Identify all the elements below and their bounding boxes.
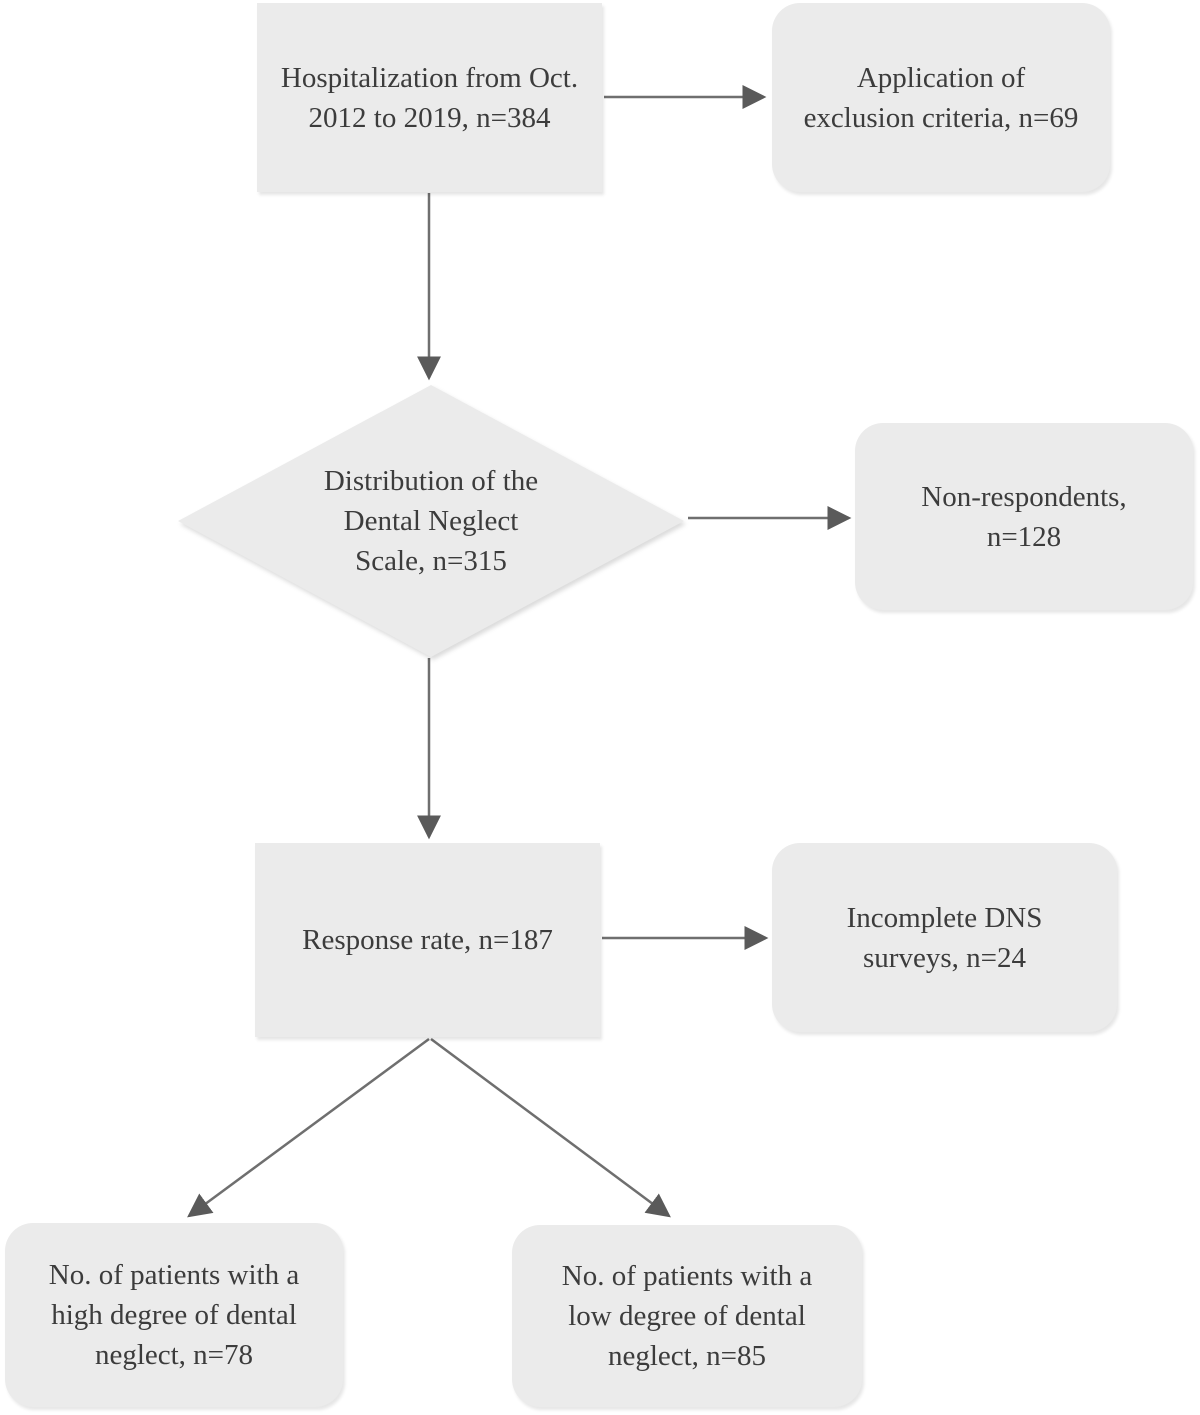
node-label: exclusion criteria, n=69: [803, 101, 1079, 134]
node-label: Non-respondents,: [921, 480, 1127, 513]
node-low-dental-neglect: No. of patients with a low degree of den…: [512, 1225, 862, 1407]
node-label: low degree of dental: [568, 1300, 806, 1332]
diamond-shape: Distribution of the Dental Neglect Scale…: [178, 385, 684, 657]
node-label: neglect, n=85: [607, 1340, 767, 1372]
node-exclusion-criteria: Application of exclusion criteria, n=69: [772, 3, 1110, 192]
node-label: Scale, n=315: [355, 545, 507, 577]
node-label: Incomplete DNS: [846, 901, 1043, 934]
node-label: No. of patients with a: [48, 1259, 300, 1291]
node-label: n=128: [986, 520, 1062, 553]
node-hospitalization: Hospitalization from Oct. 2012 to 2019, …: [257, 3, 602, 192]
node-label: Hospitalization from Oct.: [280, 61, 579, 94]
node-response-rate: Response rate, n=187: [255, 843, 600, 1037]
node-label: 2012 to 2019, n=384: [308, 101, 551, 134]
node-label: Application of: [856, 61, 1026, 94]
node-label: Dental Neglect: [343, 505, 519, 537]
node-dns-distribution-decision: Distribution of the Dental Neglect Scale…: [178, 385, 684, 657]
node-incomplete-surveys: Incomplete DNS surveys, n=24: [772, 843, 1117, 1032]
node-high-dental-neglect: No. of patients with a high degree of de…: [5, 1223, 343, 1407]
arrow-response-rate-to-high-neglect: [187, 1037, 430, 1218]
arrow-response-rate-to-low-neglect: [430, 1037, 671, 1218]
node-label: Response rate, n=187: [302, 924, 553, 956]
node-label: surveys, n=24: [863, 941, 1026, 974]
node-label: high degree of dental: [51, 1299, 297, 1331]
node-label: Distribution of the: [323, 465, 539, 497]
node-label: neglect, n=78: [94, 1339, 254, 1371]
node-label: No. of patients with a: [561, 1260, 813, 1292]
node-non-respondents: Non-respondents, n=128: [855, 423, 1193, 610]
